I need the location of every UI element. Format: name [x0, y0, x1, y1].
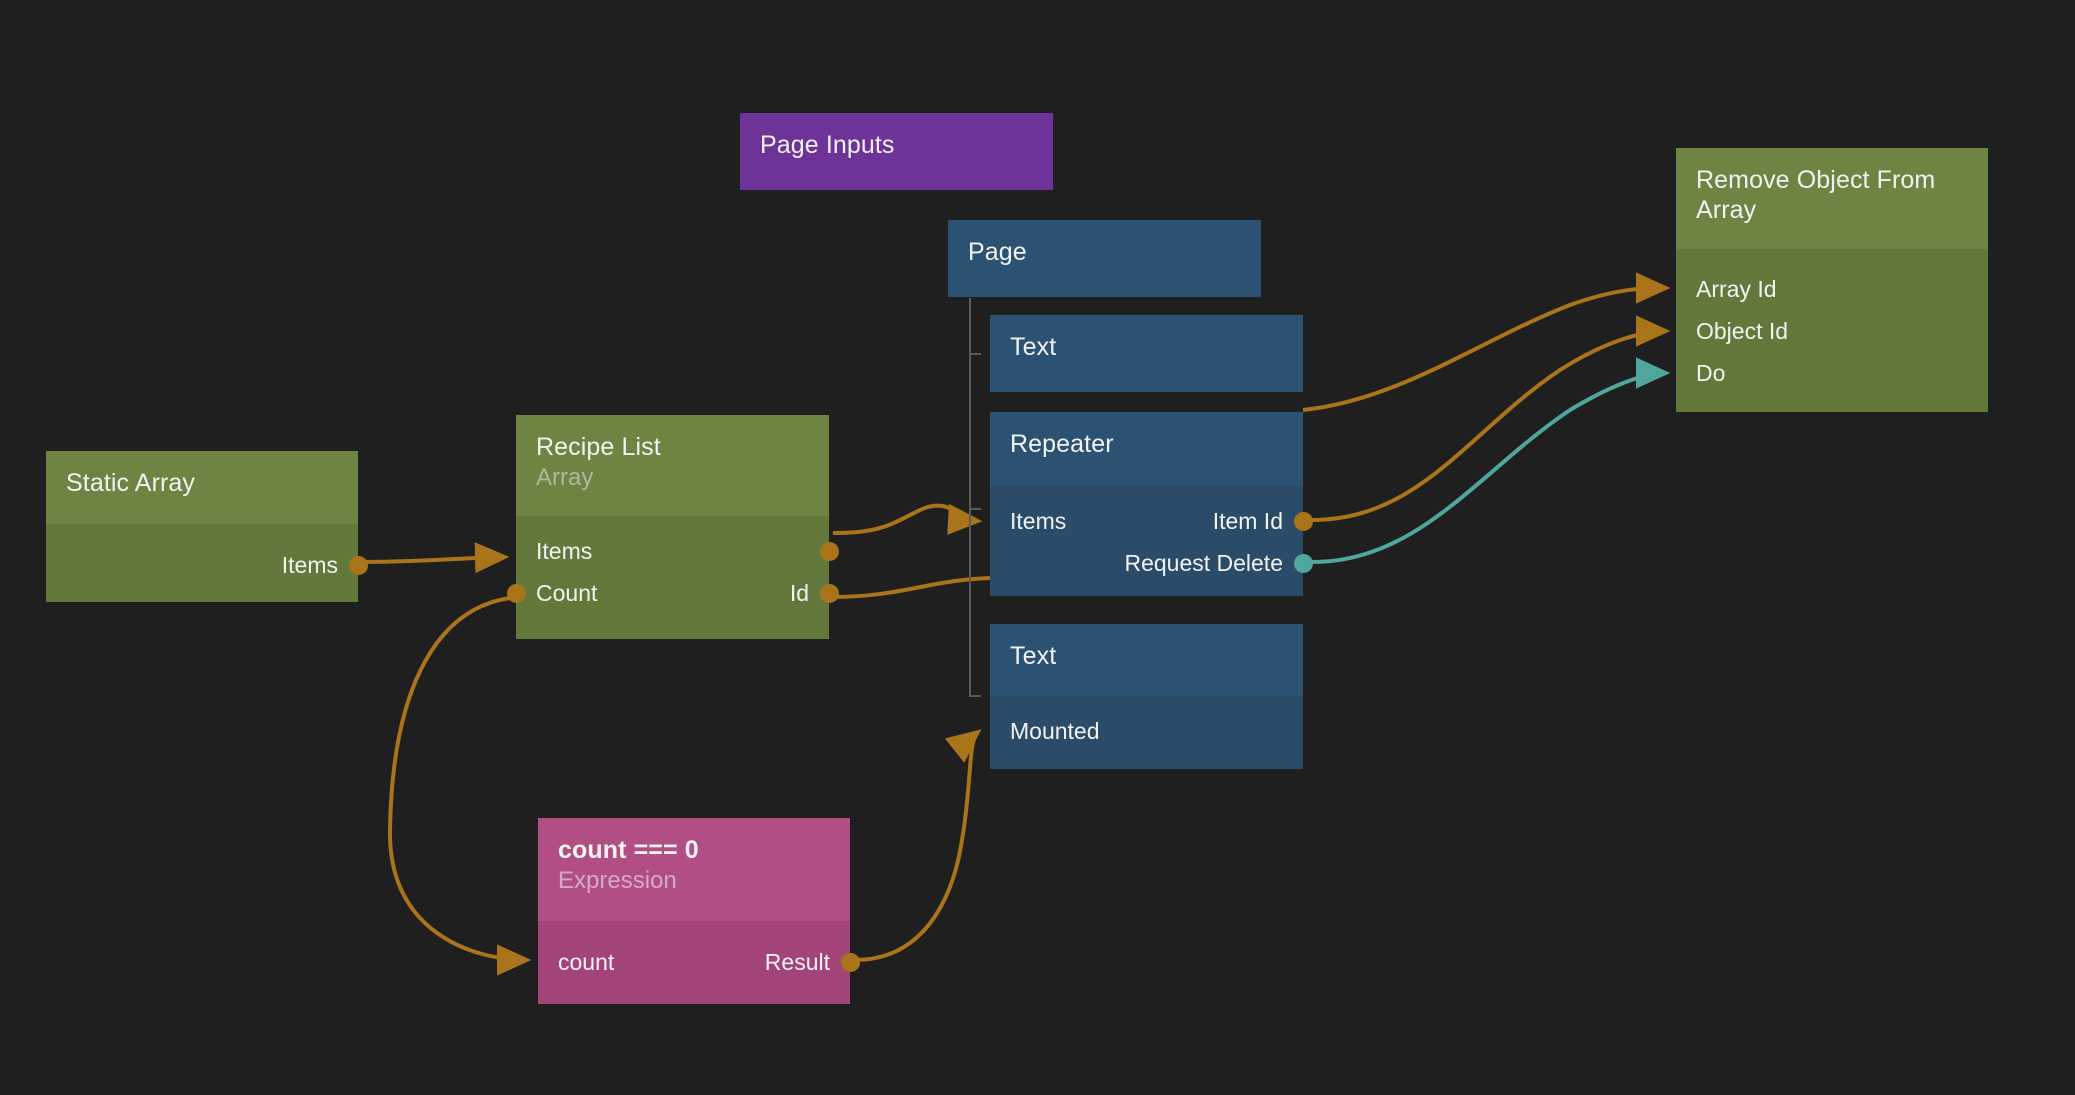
- tree-vertical-line: [969, 298, 971, 697]
- port-label-request-delete: Request Delete: [1124, 550, 1283, 576]
- port-label-count: count: [558, 949, 615, 975]
- node-body: count Result: [538, 921, 860, 1004]
- port-dot-items[interactable]: [348, 555, 368, 575]
- port-row-object-id[interactable]: Object Id: [1676, 310, 1988, 352]
- port-label-id: Id: [789, 580, 809, 606]
- wire-expression-result-to-text-mounted: [854, 729, 982, 962]
- wire-recipe-list-out-to-repeater-items: [832, 503, 983, 535]
- wire-static-array-items-to-recipe-list-items: [361, 542, 510, 574]
- port-dot-request-delete[interactable]: [1293, 553, 1313, 573]
- node-subtitle: Expression: [558, 866, 677, 894]
- port-dot-items-out[interactable]: [819, 541, 839, 561]
- wire-recipe-list-id-to-repeater: [832, 576, 991, 599]
- node-body: Mounted: [990, 696, 1303, 769]
- port-label-items: Items: [1010, 508, 1067, 534]
- port-label-mounted: Mounted: [1010, 718, 1100, 744]
- port-dot-result[interactable]: [840, 952, 860, 972]
- node-body: Items Item Id Request Delete: [990, 486, 1313, 596]
- node-header: Text: [990, 624, 1303, 696]
- node-text-top[interactable]: Text: [990, 315, 1303, 392]
- port-row-count[interactable]: Count Id: [506, 572, 839, 614]
- node-header: Page: [948, 220, 1261, 297]
- node-title: Remove Object From Array: [1696, 166, 1936, 224]
- port-row-items[interactable]: Items: [46, 544, 368, 586]
- port-dot-item-id[interactable]: [1293, 511, 1313, 531]
- tree-branch-stub-text-bottom: [969, 695, 981, 697]
- node-body: Items Count Id: [506, 516, 839, 639]
- port-row-items[interactable]: Items Item Id: [990, 500, 1313, 542]
- node-title: Page: [968, 238, 1027, 266]
- port-dot-count[interactable]: [506, 583, 526, 603]
- port-label-items: Items: [536, 538, 593, 564]
- wire-repeater-to-remove-object-array-id: [1302, 272, 1671, 412]
- node-title: Page Inputs: [760, 131, 895, 159]
- node-body: Array Id Object Id Do: [1676, 249, 1988, 412]
- node-recipe-list[interactable]: Recipe List Array Items Count Id: [506, 415, 839, 639]
- node-body: Items: [46, 524, 368, 602]
- node-remove-object-from-array[interactable]: Remove Object From Array Array Id Object…: [1676, 148, 1988, 412]
- node-repeater[interactable]: Repeater Items Item Id Request Delete: [990, 412, 1313, 596]
- port-label-count: Count: [536, 580, 598, 606]
- tree-branch-stub-text-top: [969, 353, 981, 355]
- node-title: Static Array: [66, 469, 196, 497]
- node-page-inputs[interactable]: Page Inputs: [740, 113, 1053, 190]
- port-label-object-id: Object Id: [1696, 318, 1789, 344]
- node-title: Text: [1010, 642, 1057, 670]
- port-dot-id[interactable]: [819, 583, 839, 603]
- node-static-array[interactable]: Static Array Items: [46, 451, 368, 602]
- node-header: Repeater: [990, 412, 1303, 486]
- port-row-do[interactable]: Do: [1676, 352, 1988, 394]
- node-expression[interactable]: count === 0 Expression count Result: [538, 818, 860, 1004]
- node-header: count === 0 Expression: [538, 818, 850, 921]
- node-page[interactable]: Page: [948, 220, 1261, 297]
- port-row-request-delete[interactable]: Request Delete: [990, 542, 1313, 584]
- port-row-mounted[interactable]: Mounted: [990, 710, 1303, 752]
- port-label-items: Items: [281, 552, 338, 578]
- node-title: count === 0: [558, 836, 699, 864]
- wire-repeater-request-delete-to-remove-object-do: [1311, 357, 1671, 564]
- port-row-count[interactable]: count Result: [538, 941, 860, 983]
- node-header: Page Inputs: [740, 113, 1053, 190]
- port-row-array-id[interactable]: Array Id: [1676, 268, 1988, 310]
- wire-recipe-list-count-to-expression-count: [387, 596, 532, 976]
- node-subtitle: Array: [536, 463, 594, 491]
- node-title: Repeater: [1010, 430, 1114, 458]
- node-title: Recipe List: [536, 433, 661, 461]
- wire-repeater-item-id-to-remove-object-object-id: [1311, 315, 1671, 522]
- tree-branch-stub-repeater: [969, 508, 981, 510]
- port-label-do: Do: [1696, 360, 1726, 386]
- port-label-item-id: Item Id: [1212, 508, 1283, 534]
- port-label-array-id: Array Id: [1696, 276, 1777, 302]
- port-label-result: Result: [764, 949, 830, 975]
- node-header: Text: [990, 315, 1303, 392]
- node-header: Remove Object From Array: [1676, 148, 1988, 249]
- node-title: Text: [1010, 333, 1057, 361]
- node-header: Recipe List Array: [516, 415, 829, 516]
- port-row-items[interactable]: Items: [516, 530, 839, 572]
- node-header: Static Array: [46, 451, 358, 524]
- node-text-bottom[interactable]: Text Mounted: [990, 624, 1303, 769]
